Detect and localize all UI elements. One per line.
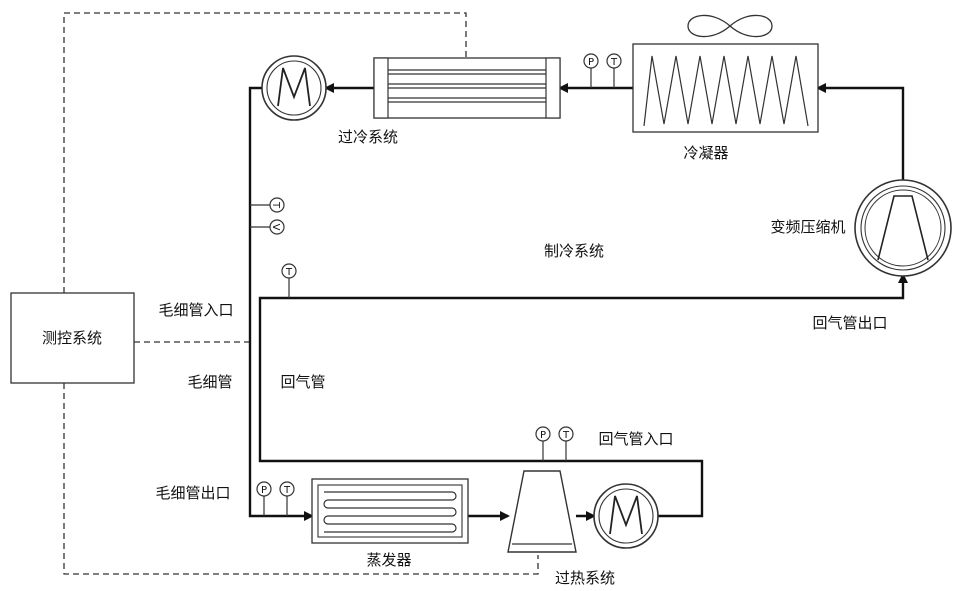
temperature-sensor-label: T	[610, 57, 618, 68]
compressor-label: 变频压缩机	[770, 218, 845, 236]
evaporator	[311, 478, 469, 544]
pipe-return-line	[258, 273, 908, 518]
pressure-sensor-label: P	[540, 430, 546, 441]
pipe-capillary	[248, 86, 314, 521]
pressure-sensor-label: P	[588, 57, 594, 68]
refrigeration-system-label: 制冷系统	[544, 242, 604, 260]
control-line-top	[63, 12, 467, 293]
superheat-system-label: 过热系统	[555, 569, 615, 587]
flow-sensor-label: V	[270, 224, 281, 231]
capillary-outlet-sensors: P T	[256, 481, 295, 516]
return-pipe-temperature-sensor: T	[281, 263, 297, 298]
capillary-inlet-sensors: T V	[250, 197, 285, 235]
control-system-box	[10, 292, 135, 384]
return-pipe-outlet-label: 回气管出口	[812, 314, 887, 332]
capillary-inlet-label: 毛细管入口	[158, 301, 233, 319]
return-pipe-label: 回气管	[280, 373, 325, 391]
temperature-sensor-label: T	[562, 430, 570, 441]
condenser-outlet-sensors: P T	[583, 53, 622, 88]
subcooling-system-label: 过冷系统	[338, 128, 398, 146]
motor-icon	[261, 55, 327, 121]
superheater	[507, 470, 577, 553]
temperature-sensor-label: T	[283, 485, 291, 496]
capillary-label: 毛细管	[187, 373, 232, 391]
heat-exchanger-icon	[373, 57, 561, 119]
pipe-compressor-to-condenser	[816, 83, 905, 185]
capillary-outlet-label: 毛细管出口	[155, 484, 230, 502]
compressor-icon	[854, 179, 952, 277]
condenser-label: 冷凝器	[683, 144, 728, 162]
temperature-sensor-label: T	[285, 267, 293, 278]
return-inlet-sensors: P T	[535, 426, 574, 461]
temperature-sensor-label: T	[270, 201, 281, 209]
pressure-sensor-label: P	[261, 485, 267, 496]
control-line-bottom	[63, 383, 539, 575]
return-pipe-inlet-label: 回气管入口	[598, 430, 673, 448]
evaporator-label: 蒸发器	[366, 551, 411, 569]
condenser	[632, 43, 819, 133]
fan-icon	[687, 14, 773, 38]
motor-icon	[593, 483, 659, 549]
control-system-label: 测控系统	[42, 329, 102, 347]
